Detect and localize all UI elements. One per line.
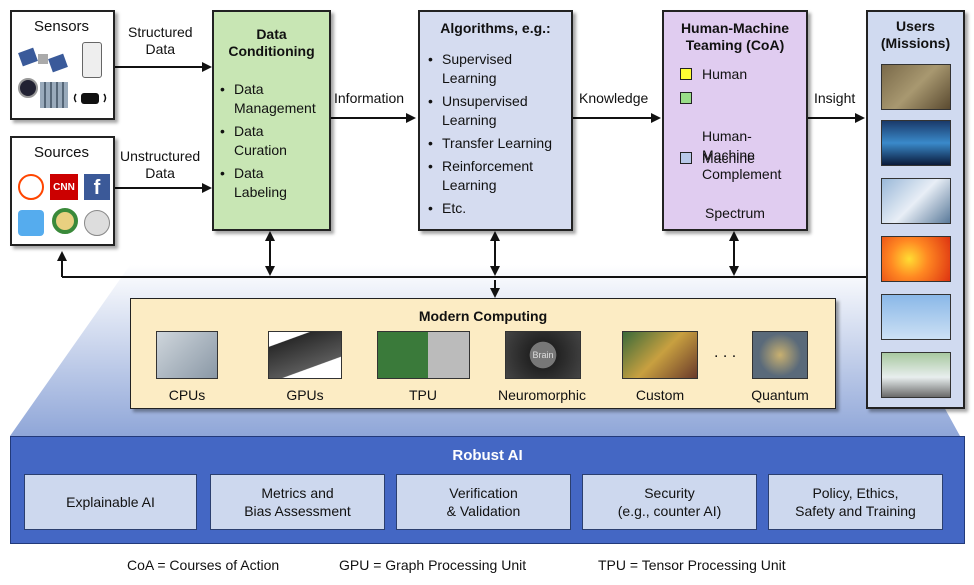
robust-item-explainable-ai: Explainable AI — [24, 474, 197, 530]
teaming-title: Human-Machine Teaming (CoA) — [680, 20, 790, 53]
legend-label: Machine — [702, 150, 755, 166]
data-conditioning-title: Data Conditioning — [228, 26, 315, 59]
spectrum-label: Spectrum — [705, 205, 765, 221]
footer-gpu: GPU = Graph Processing Unit — [339, 557, 527, 573]
legend-swatch-complement — [680, 92, 692, 104]
mission-soldiers-image — [881, 64, 951, 110]
list-item: Transfer Learning — [428, 134, 571, 153]
twitter-icon — [18, 210, 44, 236]
teaming-box: Human-Machine Teaming (CoA) Human Human-… — [662, 10, 808, 231]
footer-tpu: TPU = Tensor Processing Unit — [598, 557, 786, 573]
legend-label: Human — [702, 66, 748, 82]
sensors-box: Sensors — [10, 10, 115, 120]
footer-coa: CoA = Courses of Action — [127, 557, 280, 573]
mission-drone-image — [881, 294, 951, 340]
legend-swatch-human — [680, 68, 692, 80]
neuromorphic-image: Brain — [505, 331, 581, 379]
legend-swatch-machine — [680, 152, 692, 164]
legend-human: Human — [680, 65, 747, 84]
label-structured-data: Structured Data — [128, 24, 193, 57]
mission-operations-center-image — [881, 120, 951, 166]
sensors-title: Sensors — [34, 18, 90, 35]
computing-label: Custom — [635, 387, 685, 403]
legend-label: Human- Machine Complement — [702, 128, 782, 182]
modern-computing-title: Modern Computing — [418, 308, 548, 324]
cpu-image — [156, 331, 218, 379]
data-conditioning-list: Data Management Data Curation Data Label… — [220, 80, 328, 202]
robust-item-policy: Policy, Ethics, Safety and Training — [768, 474, 943, 530]
legend-machine: Machine — [680, 149, 755, 168]
computing-label: GPUs — [286, 387, 324, 403]
custom-image — [622, 331, 698, 379]
label-knowledge: Knowledge — [579, 90, 649, 106]
ellipsis: . . . — [714, 344, 737, 361]
list-item: Data Management — [220, 80, 328, 118]
mission-medical-image — [881, 178, 951, 224]
algorithms-box: Algorithms, e.g.: Supervised Learning Un… — [418, 10, 573, 231]
computing-label: Neuromorphic — [498, 387, 586, 403]
sources-box: Sources CNN f — [10, 136, 115, 246]
list-item: Data Curation — [220, 122, 328, 160]
list-item: Data Labeling — [220, 164, 328, 202]
computing-label: CPUs — [168, 387, 206, 403]
list-item: Reinforcement Learning — [428, 157, 571, 195]
label-unstructured-data: Unstructured Data — [120, 148, 201, 181]
data-conditioning-box: Data Conditioning Data Management Data C… — [212, 10, 331, 231]
building-icon — [40, 82, 68, 108]
list-item: Etc. — [428, 199, 571, 218]
algorithms-list: Supervised Learning Unsupervised Learnin… — [428, 50, 571, 218]
cnn-icon: CNN — [50, 174, 78, 200]
list-item: Supervised Learning — [428, 50, 571, 88]
reddit-icon — [18, 174, 44, 200]
tpu-image — [377, 331, 470, 379]
mission-self-driving-car-image — [881, 352, 951, 398]
robust-item-verification: Verification & Validation — [396, 474, 571, 530]
smartphone-icon — [82, 42, 102, 78]
users-box: Users (Missions) — [866, 10, 965, 409]
satellite-icon — [18, 42, 68, 76]
facebook-icon: f — [84, 174, 110, 200]
quantum-image — [752, 331, 808, 379]
modern-computing-box: Modern Computing — [130, 298, 836, 409]
label-information: Information — [334, 90, 405, 106]
list-item: Unsupervised Learning — [428, 92, 571, 130]
mission-weather-map-image — [881, 236, 951, 282]
robust-item-metrics: Metrics and Bias Assessment — [210, 474, 385, 530]
robust-item-security: Security (e.g., counter AI) — [582, 474, 757, 530]
robust-ai-title: Robust AI — [452, 447, 523, 464]
connected-car-icon — [72, 88, 108, 108]
legend-complement: Human- Machine Complement — [680, 89, 781, 184]
sources-title: Sources — [34, 144, 90, 161]
gpu-image — [268, 331, 342, 379]
algorithms-title: Algorithms, e.g.: — [440, 20, 551, 36]
data-search-icon — [52, 208, 78, 234]
wikipedia-icon — [84, 210, 110, 236]
computing-label: Quantum — [751, 387, 809, 403]
label-insight: Insight — [814, 90, 856, 106]
computing-label: TPU — [409, 387, 437, 403]
users-title: Users (Missions) — [880, 18, 951, 51]
thermostat-icon — [18, 78, 38, 98]
